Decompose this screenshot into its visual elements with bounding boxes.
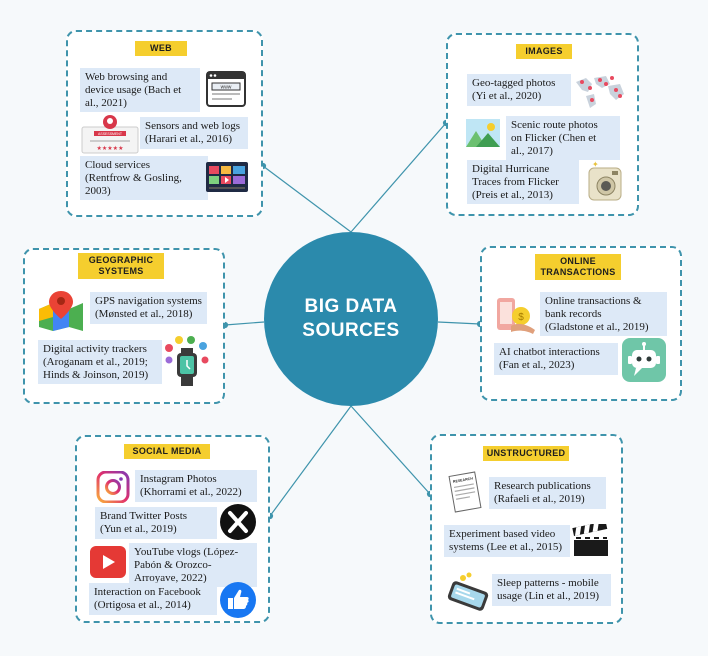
unstructured-item-publications: Research publications (Rafaeli et al., 2… [489,477,606,509]
item-text: Cloud services [85,159,151,171]
social-item-instagram: Instagram Photos (Khorrami et al., 2022) [135,470,257,502]
item-text: Geo-tagged photos [472,77,556,89]
mobile-phone-icon [447,572,489,611]
item-text: Online transactions & [545,295,642,307]
item-text: usage (Lin et al., 2019) [497,590,600,602]
paper-title-text: RESEARCH [453,476,474,484]
unstructured-item-video: Experiment based video systems (Lee et a… [444,525,570,557]
center-title-line2: SOURCES [302,320,400,341]
badge-text: GEOGRAPHIC [88,255,154,265]
social-item-twitter: Brand Twitter Posts (Yun et al., 2019) [95,507,217,539]
item-text: Traces from Flicker [472,176,559,188]
item-text: GPS navigation systems [95,295,202,307]
badge-text: TRANSACTIONS [540,267,616,277]
research-paper-icon: RESEARCH [448,471,482,513]
browser-window-icon: www [206,71,246,107]
center-title-line1: BIG DATA [304,296,398,317]
item-text: YouTube vlogs (López- [134,546,239,558]
x-twitter-icon [220,504,256,540]
facebook-like-icon [220,582,256,618]
landscape-photo-icon [466,119,500,147]
geo-item-gps: GPS navigation systems (Mønsted et al., … [90,292,207,324]
item-text: (Rentfrow & Gosling, [85,172,182,184]
geographic-badge: GEOGRAPHIC SYSTEMS [78,253,164,279]
item-text: (Yi et al., 2020) [472,90,542,102]
mobile-payment-icon: $ [497,298,535,334]
social-media-badge: SOCIAL MEDIA [124,444,210,459]
unstructured-item-sleep: Sleep patterns - mobile usage (Lin et al… [492,574,611,606]
item-text: Sensors and web logs [145,120,241,132]
badge-text: SYSTEMS [98,266,144,276]
item-text: Web browsing and [85,71,168,83]
social-item-facebook: Interaction on Facebook (Ortigosa et al.… [89,583,217,615]
world-map-pins-icon [576,76,624,108]
item-text: Research publications [494,480,591,492]
chatbot-icon [622,338,666,382]
item-text: Brand Twitter Posts [100,510,188,522]
item-text: (Harari et al., 2016) [145,133,233,145]
review-header-text: ASSESSMENT [98,132,123,136]
online-item-chatbot: AI chatbot interactions (Fan et al., 202… [494,343,618,375]
item-text: Arroyave, 2022) [134,572,207,584]
svg-text:$: $ [518,312,524,323]
youtube-icon [90,546,126,578]
item-text: (Ortigosa et al., 2014) [94,599,191,611]
item-text: (Fan et al., 2023) [499,359,575,371]
item-text: device usage (Bach et [85,84,182,96]
svg-text:✦: ✦ [592,160,599,169]
svg-text:★★★★★: ★★★★★ [97,145,124,152]
center-circle: BIG DATA SOURCES [264,232,438,406]
smartwatch-icon [165,336,209,386]
map-pin-icon [39,291,83,331]
geo-item-trackers: Digital activity trackers (Aroganam et a… [38,340,162,384]
item-text: Interaction on Facebook [94,586,201,598]
video-streaming-icon [206,162,248,192]
web-item-cloud: Cloud services (Rentfrow & Gosling, 2003… [80,156,208,200]
images-badge: IMAGES [516,44,572,59]
item-text: Sleep patterns - mobile [497,577,599,589]
item-text: Experiment based video [449,528,556,540]
item-text: AI chatbot interactions [499,346,600,358]
unstructured-badge: UNSTRUCTURED [483,446,569,461]
item-text: Digital activity trackers [43,343,147,355]
social-item-youtube: YouTube vlogs (López- Pabón & Orozco- Ar… [129,543,257,587]
item-text: (Rafaeli et al., 2019) [494,493,585,505]
web-badge: WEB [135,41,187,56]
clapperboard-icon [572,524,608,556]
review-rating-icon: ASSESSMENT ★★★★★ [81,115,139,154]
online-transactions-badge: ONLINE TRANSACTIONS [535,254,621,280]
instant-camera-icon: ✦ [588,160,622,201]
item-text: systems (Lee et al., 2015) [449,541,563,553]
item-text: 2003) [85,185,111,197]
item-text: Instagram Photos [140,473,217,485]
item-text: Digital Hurricane [472,163,550,175]
item-text: (Mønsted et al., 2018) [95,308,193,320]
item-text: bank records [545,308,602,320]
item-text: Pabón & Orozco- [134,559,212,571]
item-text: on Flicker (Chen et [511,132,597,144]
item-text: (Khorrami et al., 2022) [140,486,242,498]
item-text: (Aroganam et al., 2019; [43,356,148,368]
item-text: Hinds & Joinson, 2019) [43,369,149,381]
item-text: (Gladstone et al., 2019) [545,321,649,333]
images-item-geotagged: Geo-tagged photos (Yi et al., 2020) [467,74,571,106]
instagram-icon [96,471,130,503]
item-text: Scenic route photos [511,119,598,131]
online-item-transactions: Online transactions & bank records (Glad… [540,292,667,336]
images-item-hurricane: Digital Hurricane Traces from Flicker (P… [467,160,579,204]
web-item-browsing: Web browsing and device usage (Bach et a… [80,68,200,112]
item-text: (Preis et al., 2013) [472,189,553,201]
browser-url-text: www [221,85,232,91]
images-item-scenic: Scenic route photos on Flicker (Chen et … [506,116,620,160]
badge-text: ONLINE [560,256,596,266]
web-item-sensors: Sensors and web logs (Harari et al., 201… [140,117,248,149]
item-text: al., 2017) [511,145,553,157]
item-text: al., 2021) [85,97,127,109]
item-text: (Yun et al., 2019) [100,523,177,535]
